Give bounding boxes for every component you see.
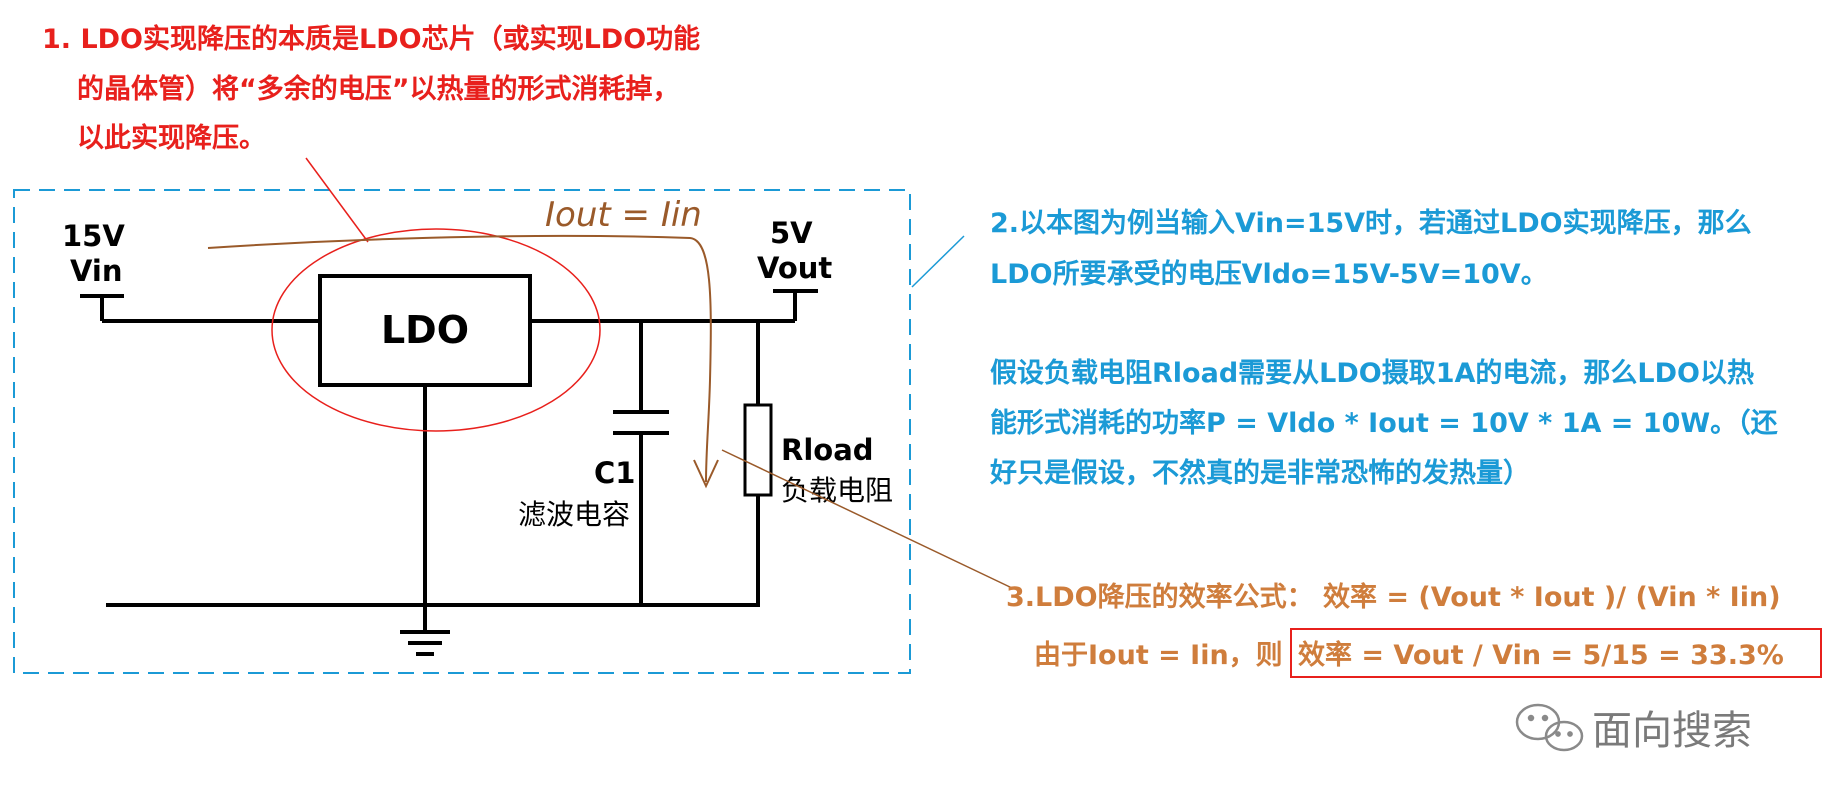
note-1-line-1: 1. LDO实现降压的本质是LDO芯片（或实现LDO功能	[42, 23, 700, 55]
ldo-block	[318, 274, 532, 387]
cap-name: C1	[594, 456, 635, 490]
note-2-line-2: LDO所要承受的电压Vldo=15V-5V=10V。	[990, 258, 1548, 290]
watermark: 面向搜索	[1515, 703, 1752, 754]
note-3-line-1: 3.LDO降压的效率公式： 效率 = (Vout * Iout )/ (Vin …	[1006, 581, 1781, 613]
vout-label: Vout	[757, 251, 832, 285]
ldo-label: LDO	[381, 308, 469, 352]
load-name: Rload	[781, 433, 874, 467]
note-2-line-1: 2.以本图为例当输入Vin=15V时，若通过LDO实现降压，那么	[990, 207, 1752, 239]
note-2: 2.以本图为例当输入Vin=15V时，若通过LDO实现降压，那么 LDO所要承受…	[989, 207, 1779, 489]
current-path-annotation	[207, 234, 719, 489]
note-3-line-2-prefix: 由于Iout = Iin，则	[1034, 640, 1283, 671]
vout-voltage: 5V	[770, 216, 813, 250]
note-3-pointer	[721, 449, 1013, 589]
watermark-text: 面向搜索	[1592, 708, 1752, 754]
efficiency-highlight-box	[1290, 628, 1822, 678]
ldo-highlight-circle	[271, 228, 601, 432]
note-3: 3.LDO降压的效率公式： 效率 = (Vout * Iout )/ (Vin …	[1006, 581, 1822, 678]
vin-label: Vin	[70, 254, 123, 288]
load-resistor	[743, 403, 773, 497]
note-1-line-2: 的晶体管）将“多余的电压”以热量的形式消耗掉，	[77, 73, 680, 105]
wechat-icon	[1515, 703, 1584, 752]
note-1-line-3: 以此实现降压。	[77, 122, 266, 154]
vin-voltage: 15V	[62, 219, 125, 253]
wires	[80, 289, 818, 656]
note-2-line-5: 好只是假设，不然真的是非常恐怖的发热量）	[989, 457, 1530, 489]
cap-desc: 滤波电容	[518, 498, 630, 531]
note-2-line-3: 假设负载电阻Rload需要从LDO摄取1A的电流，那么LDO以热	[990, 357, 1754, 389]
note-1-pointer	[305, 157, 369, 243]
load-desc: 负载电阻	[781, 474, 893, 507]
note-3-line-2-boxed: 效率 = Vout / Vin = 5/15 = 33.3%	[1298, 639, 1784, 671]
note-2-pointer	[911, 235, 965, 288]
note-2-line-4: 能形式消耗的功率P = Vldo * Iout = 10V * 1A = 10W…	[990, 407, 1779, 439]
circuit-frame	[13, 189, 911, 674]
note-1: 1. LDO实现降压的本质是LDO芯片（或实现LDO功能 的晶体管）将“多余的电…	[42, 23, 700, 154]
current-annotation: Iout = Iin	[545, 195, 702, 235]
